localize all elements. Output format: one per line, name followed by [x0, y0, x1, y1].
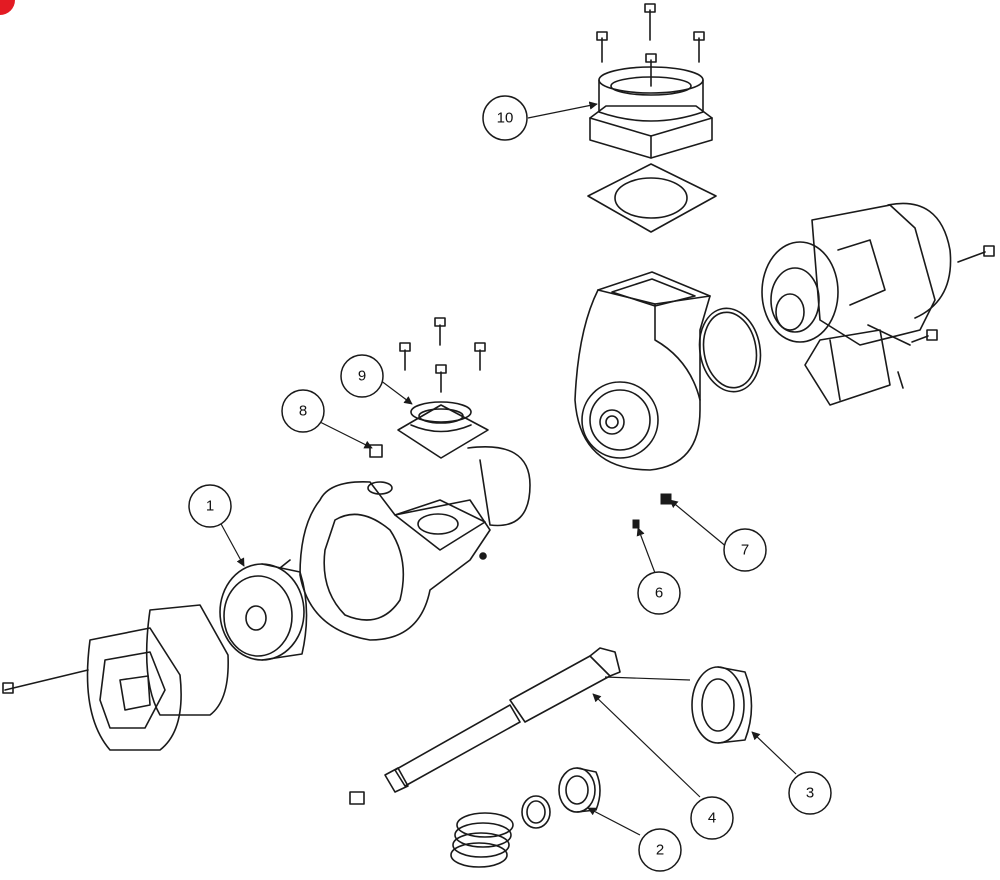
callout-6-label: 6: [655, 585, 663, 602]
casing-o-ring: [698, 307, 762, 393]
leader-lines: [219, 101, 797, 836]
pump-casing: [574, 271, 711, 471]
callout-8: 8: [281, 389, 325, 433]
retaining-ring: [521, 795, 551, 829]
top-flange-assembly: [587, 3, 717, 233]
inner-bearing: [558, 767, 601, 813]
callout-7: 7: [723, 528, 767, 572]
top-flange: [589, 66, 713, 159]
callout-7-label: 7: [741, 542, 749, 559]
callout-3: 3: [788, 771, 832, 815]
spring: [450, 812, 514, 868]
drain-plug: [632, 519, 640, 529]
impeller: [219, 559, 308, 661]
callout-9: 9: [340, 354, 384, 398]
callout-1: 1: [188, 484, 232, 528]
callout-9-label: 9: [358, 368, 366, 385]
callout-2-label: 2: [656, 842, 664, 859]
top-gasket: [587, 163, 717, 233]
callout-10-label: 10: [497, 110, 514, 127]
bearing-frame: [761, 202, 995, 406]
callout-3-label: 3: [806, 785, 814, 802]
callout-6: 6: [637, 571, 681, 615]
callout-4: 4: [690, 796, 734, 840]
callout-2: 2: [638, 828, 682, 872]
cover-gasket: [145, 604, 229, 716]
outer-bearing: [691, 666, 753, 744]
callout-1-label: 1: [206, 498, 214, 515]
volute: [299, 444, 531, 641]
callout-10: 10: [482, 95, 528, 141]
vent-plug: [660, 493, 672, 505]
callout-8-label: 8: [299, 403, 307, 420]
callout-4-label: 4: [708, 810, 716, 827]
shaft: [349, 647, 621, 805]
cover-plate: [2, 627, 182, 751]
corner-badge: [0, 0, 15, 15]
discharge-adapter: [397, 317, 489, 459]
flange-bolts: [596, 3, 705, 87]
